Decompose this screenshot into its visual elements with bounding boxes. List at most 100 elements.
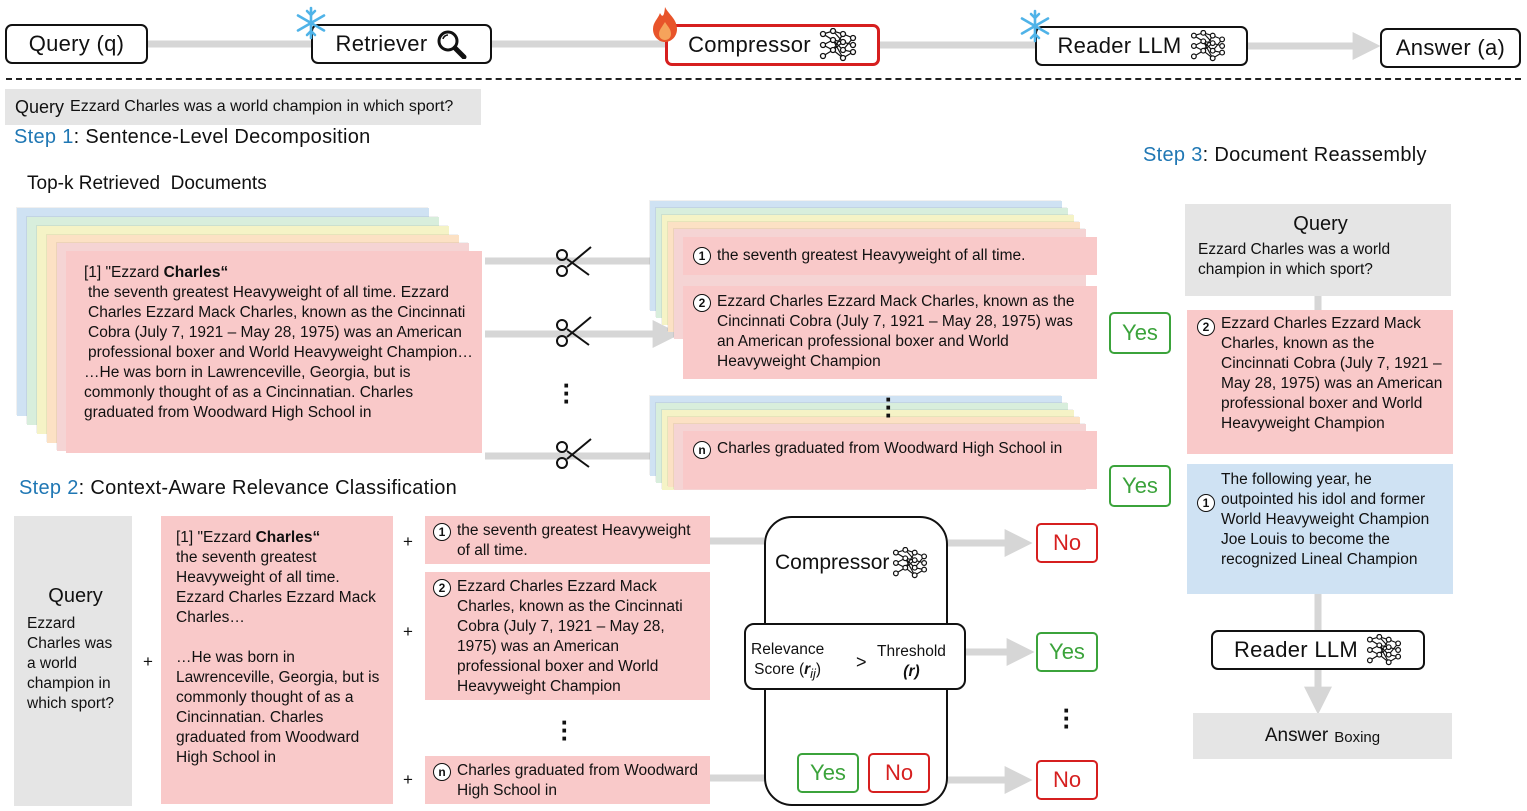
query-bar-label: Query: [15, 96, 65, 117]
step1-number: Step 1: [14, 126, 74, 148]
retrieved-document-card: [1] "Ezzard Charles“ the seventh greates…: [66, 251, 482, 453]
step3-query-title: Query: [1293, 213, 1348, 235]
yes-label: Yes: [1036, 632, 1098, 672]
network-icon: [1190, 30, 1225, 62]
no-label: No: [1036, 760, 1098, 800]
reassembled-sentence-card: 1 The following year, he outpointed his …: [1187, 464, 1453, 594]
ellipsis-vertical: ···: [1062, 695, 1072, 741]
doc-head-bold: Charles“: [163, 264, 229, 281]
query-bar: Query Ezzard Charles was a world champio…: [5, 89, 481, 125]
step3-reader-label: Reader LLM: [1233, 637, 1359, 662]
step2-query-text: Ezzard Charles was a world champion in w…: [27, 615, 115, 712]
magnifier-icon: [437, 30, 467, 59]
pipeline-reader-box: Reader LLM: [1035, 26, 1248, 66]
doc-body: the seventh greatest Heavyweight of all …: [176, 549, 376, 626]
doc-head: [1] "Ezzard: [84, 264, 164, 281]
step2-title: : Context-Aware Relevance Classification: [78, 477, 458, 499]
step3-number: Step 3: [1143, 144, 1203, 166]
sentence-number-badge: 2: [433, 579, 451, 597]
plus-sign: +: [143, 652, 153, 671]
step2-heading: Step 2: Context-Aware Relevance Classifi…: [19, 477, 457, 500]
pipeline-retriever-box: Retriever: [311, 24, 492, 64]
final-answer-box: Answer Boxing: [1193, 713, 1452, 759]
scissors-icon: [556, 438, 592, 469]
sentence-card-n: n Charles graduated from Woodward High S…: [683, 431, 1097, 489]
relevance-threshold-box: Relevance Score (rij) > Threshold (r): [744, 623, 966, 690]
sentence-text: Ezzard Charles Ezzard Mack Charles, know…: [717, 293, 1075, 370]
ellipsis-vertical: ···: [562, 370, 572, 416]
step3-query-text: Ezzard Charles was a world champion in w…: [1198, 241, 1391, 278]
pipeline-answer-label: Answer (a): [1395, 35, 1506, 60]
step2-document-card: [1] "Ezzard Charles“ the seventh greates…: [161, 516, 393, 804]
step1-title: : Sentence-Level Decomposition: [73, 126, 371, 148]
step2-number: Step 2: [19, 477, 79, 499]
sentence-text: Charles graduated from Woodward High Sch…: [717, 440, 1063, 457]
threshold-line1: Threshold: [877, 643, 946, 660]
plus-sign: +: [403, 622, 413, 641]
doc-body-continued: …He was born in Lawrenceville, Georgia, …: [84, 364, 414, 421]
step2-sentence-card-1: 1 the seventh greatest Heavyweight of al…: [425, 516, 710, 564]
sentence-number-badge: 1: [693, 247, 711, 265]
step2-sentence-card-n: n Charles graduated from Woodward High S…: [425, 756, 710, 804]
relevance-line1: Relevance: [751, 641, 825, 658]
sentence-card-1: 1 the seventh greatest Heavyweight of al…: [683, 237, 1097, 275]
sentence-text: Ezzard Charles Ezzard Mack Charles, know…: [457, 578, 683, 695]
reassembled-sentence-card: 2 Ezzard Charles Ezzard Mack Charles, kn…: [1187, 310, 1453, 454]
step3-title: : Document Reassembly: [1202, 144, 1427, 166]
sentence-text: the seventh greatest Heavyweight of all …: [717, 247, 1026, 264]
flame-icon: [653, 7, 677, 42]
doc-head-bold: Charles“: [255, 529, 321, 546]
doc-body-continued: …He was born in Lawrenceville, Georgia, …: [176, 649, 380, 766]
sentence-card-2: 2 Ezzard Charles Ezzard Mack Charles, kn…: [683, 286, 1097, 379]
doc-head: [1] "Ezzard: [176, 529, 256, 546]
step3-reader-box: Reader LLM: [1211, 630, 1425, 670]
pipeline-answer-box: Answer (a): [1380, 28, 1521, 68]
retrieved-docs-title: Top-k Retrieved Documents: [27, 173, 267, 194]
pipeline-compressor-box: Compressor: [665, 24, 880, 66]
step3-query-card: Query Ezzard Charles was a world champio…: [1185, 204, 1451, 296]
ellipsis-vertical: ···: [560, 707, 570, 753]
sentence-number-badge: 1: [1197, 494, 1215, 512]
network-icon: [1366, 634, 1402, 666]
final-answer-label: Answer: [1264, 725, 1329, 746]
step2-query-card: Query Ezzard Charles was a world champio…: [14, 516, 132, 806]
relevance-line2: Score (: [754, 661, 805, 678]
relevance-sub: ij: [810, 666, 816, 682]
sentence-number-badge: 2: [1197, 318, 1215, 336]
network-icon: [819, 28, 857, 62]
threshold-label: Threshold (r): [877, 642, 946, 682]
classifier-title-text: Compressor: [775, 551, 890, 574]
section-divider: [6, 78, 1521, 80]
sentence-number-badge: 2: [693, 294, 711, 312]
doc-body: the seventh greatest Heavyweight of all …: [88, 284, 473, 361]
yes-label: Yes: [797, 753, 859, 793]
greater-than-sign: >: [856, 652, 867, 672]
pipeline-compressor-label: Compressor: [688, 32, 811, 57]
snowflake-icon: [296, 6, 326, 40]
step3-heading: Step 3: Document Reassembly: [1143, 144, 1427, 167]
plus-sign: +: [403, 770, 413, 789]
no-label: No: [1036, 523, 1098, 563]
sentence-text: the seventh greatest Heavyweight of all …: [457, 522, 691, 559]
pipeline-query-box: Query (q): [5, 24, 148, 64]
relevance-close: ): [815, 661, 822, 678]
sentence-text: The following year, he outpointed his id…: [1221, 471, 1430, 568]
yes-label: Yes: [1109, 465, 1171, 507]
step2-query-title: Query: [48, 585, 103, 607]
network-icon: [893, 547, 928, 579]
pipeline-retriever-label: Retriever: [335, 31, 428, 56]
snowflake-icon: [1020, 9, 1050, 43]
pipeline-reader-label: Reader LLM: [1057, 33, 1182, 58]
final-answer-value: Boxing: [1334, 728, 1381, 746]
sentence-text: Ezzard Charles Ezzard Mack Charles, know…: [1221, 315, 1443, 432]
sentence-number-badge: n: [433, 763, 451, 781]
pipeline-query-label: Query (q): [28, 31, 125, 56]
plus-sign: +: [403, 532, 413, 551]
relevance-score-label: Relevance Score (rij): [751, 640, 824, 684]
sentence-number-badge: n: [693, 441, 711, 459]
step1-heading: Step 1: Sentence-Level Decomposition: [14, 126, 371, 149]
classifier-title: Compressor: [775, 547, 928, 579]
threshold-line2: (r): [903, 663, 920, 680]
ellipsis-vertical: ···: [884, 384, 894, 430]
step2-sentence-card-2: 2 Ezzard Charles Ezzard Mack Charles, kn…: [425, 572, 710, 700]
